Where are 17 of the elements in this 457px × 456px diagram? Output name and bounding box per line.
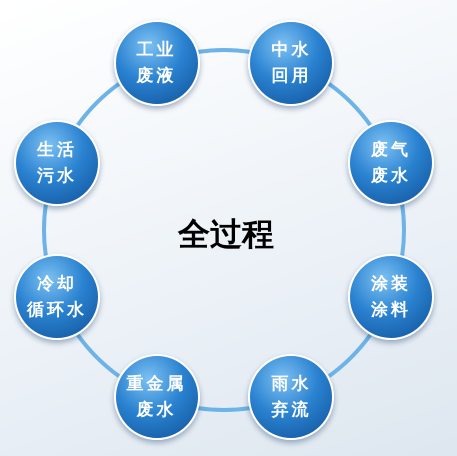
node-label: 中水回用	[271, 39, 312, 88]
ring-arc	[42, 204, 48, 256]
ring-arc	[76, 82, 120, 126]
node-label: 生活污水	[37, 138, 78, 188]
ring-arc	[328, 334, 372, 378]
ring-arc	[198, 48, 250, 54]
node-label: 废气废水	[370, 138, 411, 188]
node-label: 雨水弃流	[271, 372, 312, 422]
ring-arc	[198, 406, 250, 412]
node-label: 重金属废水	[126, 372, 187, 422]
ring-arc	[328, 82, 372, 126]
center-label: 全过程	[176, 214, 275, 254]
node-label: 工业废液	[136, 39, 177, 88]
ring-arc	[400, 204, 406, 256]
node-label: 涂装涂料	[370, 273, 411, 322]
ring-arc	[76, 334, 120, 378]
node-label: 冷却循环水	[27, 273, 88, 322]
